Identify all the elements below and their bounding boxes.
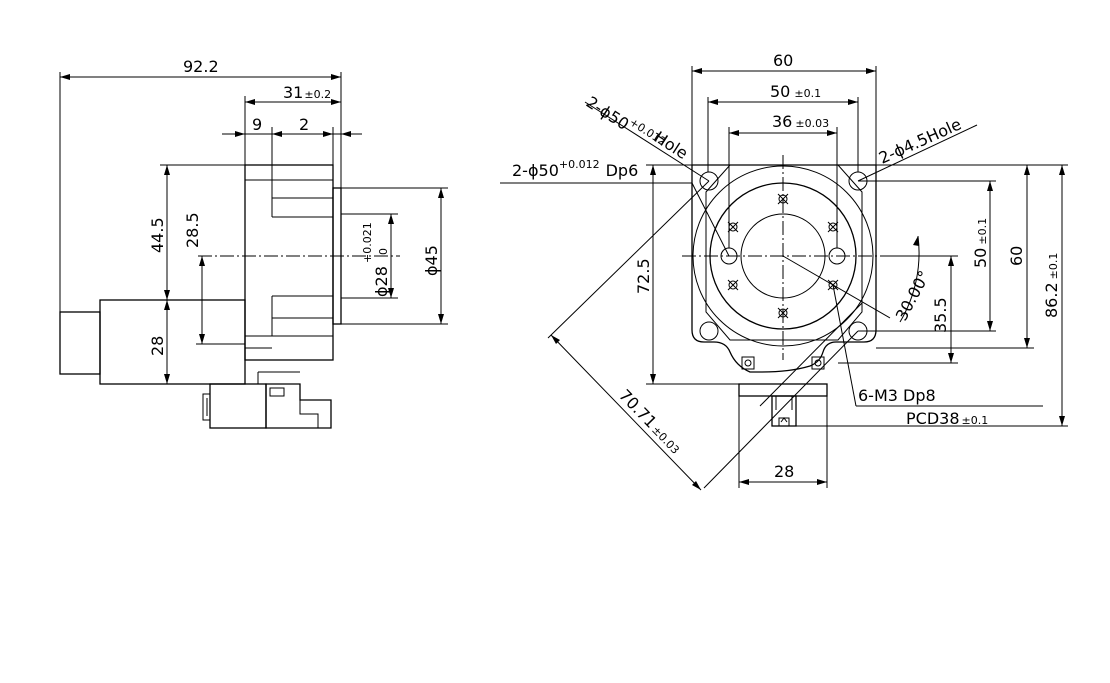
front-view-outline [691, 164, 877, 427]
dim-31-tol: ±0.2 [304, 88, 331, 101]
dim-height-44-5: 44.5 28 [100, 164, 245, 385]
dim-height-86-2: 86.2 ±0.1 [796, 164, 1068, 427]
svg-text:50±0.1: 50 ±0.1 [770, 82, 821, 101]
dim-width-60-label: 60 [773, 51, 793, 70]
dim-connector-width: 28 [738, 396, 828, 488]
dim-72-5-label: 72.5 [634, 258, 653, 294]
dim-28-label: 28 [148, 336, 167, 356]
dim-50-tol: ±0.1 [976, 218, 989, 245]
tapped-hole-callout: 6-M3 Dp8 [832, 284, 1043, 407]
dim-diagonal-tol: ±0.03 [649, 423, 682, 456]
pcd-callout: PCD38±0.1 [759, 302, 988, 428]
dim-angle: 30.00° [782, 235, 934, 324]
dim-connector-width-label: 28 [774, 462, 794, 481]
dim-86-2-tol: ±0.1 [1047, 253, 1060, 280]
svg-text:50±0.1: 50 ±0.1 [971, 218, 990, 268]
dim-height-35-5: 35.5 [838, 255, 958, 364]
dim-width-60: 60 [691, 51, 877, 165]
dim-height-72-5: 72.5 [634, 164, 739, 385]
dim-overall-length-label: 92.2 [183, 57, 219, 76]
dim-pilot-tol-upper: +0.021 [361, 222, 374, 263]
dim-height-50: 50 ±0.1 [858, 180, 996, 332]
dim-31-label: 31 [283, 83, 303, 102]
svg-text:31±0.2: 31±0.2 [283, 83, 331, 102]
dim-28-5-label: 28.5 [183, 212, 202, 248]
pin-depth-nom: 0 [549, 161, 559, 180]
front-view: 60 50±0.1 36±0.03 2-ϕ50+0.012 Hole [500, 51, 1068, 491]
pin-hole-depth-callout: 2-ϕ50+0.012 Dp6 [500, 158, 730, 257]
pcd-label: PCD38 [906, 409, 960, 428]
dim-pilot-dia-label: ϕ28 [372, 266, 391, 297]
pin-depth-label: Dp6 [606, 161, 639, 180]
dim-outer-dia: ϕ45 [341, 187, 448, 325]
dim-width-36-label: 36 [772, 112, 792, 131]
dim-width-50-label: 50 [770, 82, 790, 101]
svg-text:86.2±0.1: 86.2 ±0.1 [1042, 253, 1061, 318]
pin-hole-callout: 2-ϕ50+0.012 Hole [583, 92, 710, 182]
mount-hole-label: 2-ϕ4.5Hole [876, 114, 964, 167]
svg-text:PCD38±0.1: PCD38±0.1 [906, 409, 988, 428]
svg-text:36±0.03: 36±0.03 [772, 112, 829, 131]
dim-flange-thickness: 31±0.2 [244, 83, 342, 188]
side-view-outline [59, 164, 342, 429]
dim-width-36-tol: ±0.03 [795, 117, 829, 130]
dim-width-36: 36±0.03 [728, 112, 838, 248]
pin-hole-word: Hole [651, 127, 692, 163]
dim-diagonal: 70.71±0.03 [547, 180, 859, 491]
dim-width-50-tol: ±0.1 [794, 87, 821, 100]
dim-height-60: 60 [876, 164, 1034, 349]
pin-depth-tol: +0.012 [559, 158, 600, 171]
svg-text:70.71±0.03: 70.71±0.03 [615, 386, 685, 458]
dim-pilot-tol-lower: 0 [377, 248, 390, 255]
dim-width-50: 50 ±0.1 [707, 82, 859, 172]
dim-outer-dia-label: ϕ45 [422, 245, 441, 276]
dim-35-5-label: 35.5 [931, 297, 950, 333]
dim-60-label: 60 [1007, 246, 1026, 266]
dim-2-label: 2 [299, 115, 309, 134]
tapped-hole-label: 6-M3 Dp8 [858, 386, 936, 405]
pin-depth-prefix: 2-ϕ5 [512, 161, 549, 180]
dim-86-2-label: 86.2 [1042, 282, 1061, 318]
dim-44-5-label: 44.5 [148, 217, 167, 253]
dim-pilot-dia: ϕ28 +0.021 0 [341, 213, 398, 299]
pcd-tol: ±0.1 [962, 414, 989, 427]
side-view: 92.2 31±0.2 9 2 44.5 28 [59, 57, 448, 429]
dim-9-and-2: 9 2 [222, 115, 362, 180]
dim-50-label: 50 [971, 248, 990, 268]
dim-height-28-5: 28.5 [183, 212, 245, 345]
dim-9-label: 9 [252, 115, 262, 134]
dim-angle-label: 30.00° [892, 267, 934, 323]
